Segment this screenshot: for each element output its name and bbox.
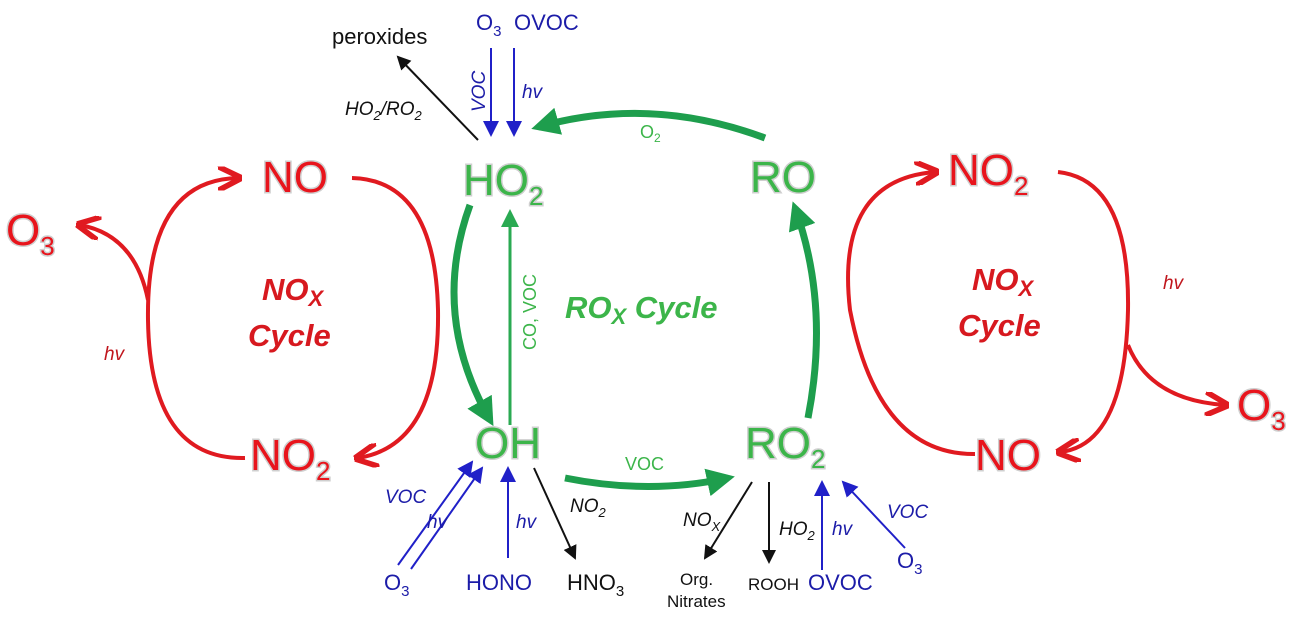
species-no-left: NO <box>262 153 328 202</box>
label-ho2-ro2: HO2/RO2 <box>345 99 423 123</box>
arrow-no-to-no2-right <box>846 172 976 457</box>
label-hv-oh-o3: hv <box>427 512 449 533</box>
species-ro2: RO2 <box>745 419 825 474</box>
species-no2-left: NO2 <box>250 431 330 486</box>
label-hono: HONO <box>466 570 532 595</box>
nox-cycle-right-line1: NOX <box>972 262 1035 301</box>
label-o3-bottom-right: O3 <box>897 548 922 578</box>
nox-cycle-left-line2: Cycle <box>248 318 331 353</box>
label-nitrates: Nitrates <box>667 592 726 611</box>
arrow-to-o3-right <box>1126 344 1225 405</box>
label-ho2-italic: HO2 <box>779 519 816 543</box>
label-hv-top: hv <box>522 82 544 103</box>
label-no2-italic: NO2 <box>570 496 607 520</box>
label-ovoc-top: OVOC <box>514 10 579 35</box>
label-hno3: HNO3 <box>567 570 624 600</box>
species-ro: RO <box>750 153 816 202</box>
arrow-o3-to-oh-2 <box>410 466 484 570</box>
label-voc-oh: VOC <box>385 487 426 508</box>
nox-cycle-left-line1: NOX <box>262 272 325 311</box>
label-rooh: ROOH <box>748 575 799 594</box>
rox-cycle-label: ROX Cycle <box>565 290 718 329</box>
label-ovoc-bottom: OVOC <box>808 570 873 595</box>
species-ho2: HO2 <box>463 156 543 211</box>
label-hv-hono: hv <box>516 512 538 533</box>
label-voc-vertical: VOC <box>469 71 490 112</box>
label-hv-ovoc: hv <box>832 519 854 540</box>
arrow-o3-to-oh-1 <box>397 460 474 566</box>
arrow-oh-to-hno3 <box>533 467 577 560</box>
species-o3-left: O3 <box>6 206 55 261</box>
arrow-ro2-to-nitrates <box>703 481 753 560</box>
label-nox-italic: NOX <box>683 510 722 534</box>
arrow-o3-to-ro2 <box>841 480 906 549</box>
nox-cycle-right-line2: Cycle <box>958 308 1041 343</box>
arrow-ho2-to-peroxides <box>396 55 479 141</box>
arrow-ro-to-ho2 <box>531 107 767 142</box>
label-org: Org. <box>680 570 713 589</box>
arrow-ro2-to-ro <box>788 201 820 419</box>
arrow-no2-to-no-left <box>145 178 246 461</box>
arrow-oh-to-ro2 <box>564 468 735 497</box>
label-co-voc: CO, VOC <box>520 274 540 350</box>
label-o3-bottom-left: O3 <box>384 570 409 600</box>
species-no2-right: NO2 <box>948 146 1028 201</box>
species-oh: OH <box>475 419 541 468</box>
arrow-no2-to-no-right <box>1058 170 1131 452</box>
label-o2: O2 <box>640 122 661 145</box>
arrow-ho2-to-oh <box>450 203 494 427</box>
label-peroxides: peroxides <box>332 24 427 49</box>
species-o3-right: O3 <box>1237 381 1286 436</box>
label-voc-bottom: VOC <box>625 454 664 474</box>
arrow-no-to-no2-left <box>351 176 441 458</box>
label-o3-top: O3 <box>476 10 501 40</box>
arrow-to-o3-left <box>80 225 150 301</box>
label-hv-right: hv <box>1163 273 1185 294</box>
label-hv-left: hv <box>104 344 126 365</box>
label-voc-ro2: VOC <box>887 502 928 523</box>
species-no-right: NO <box>975 431 1041 480</box>
